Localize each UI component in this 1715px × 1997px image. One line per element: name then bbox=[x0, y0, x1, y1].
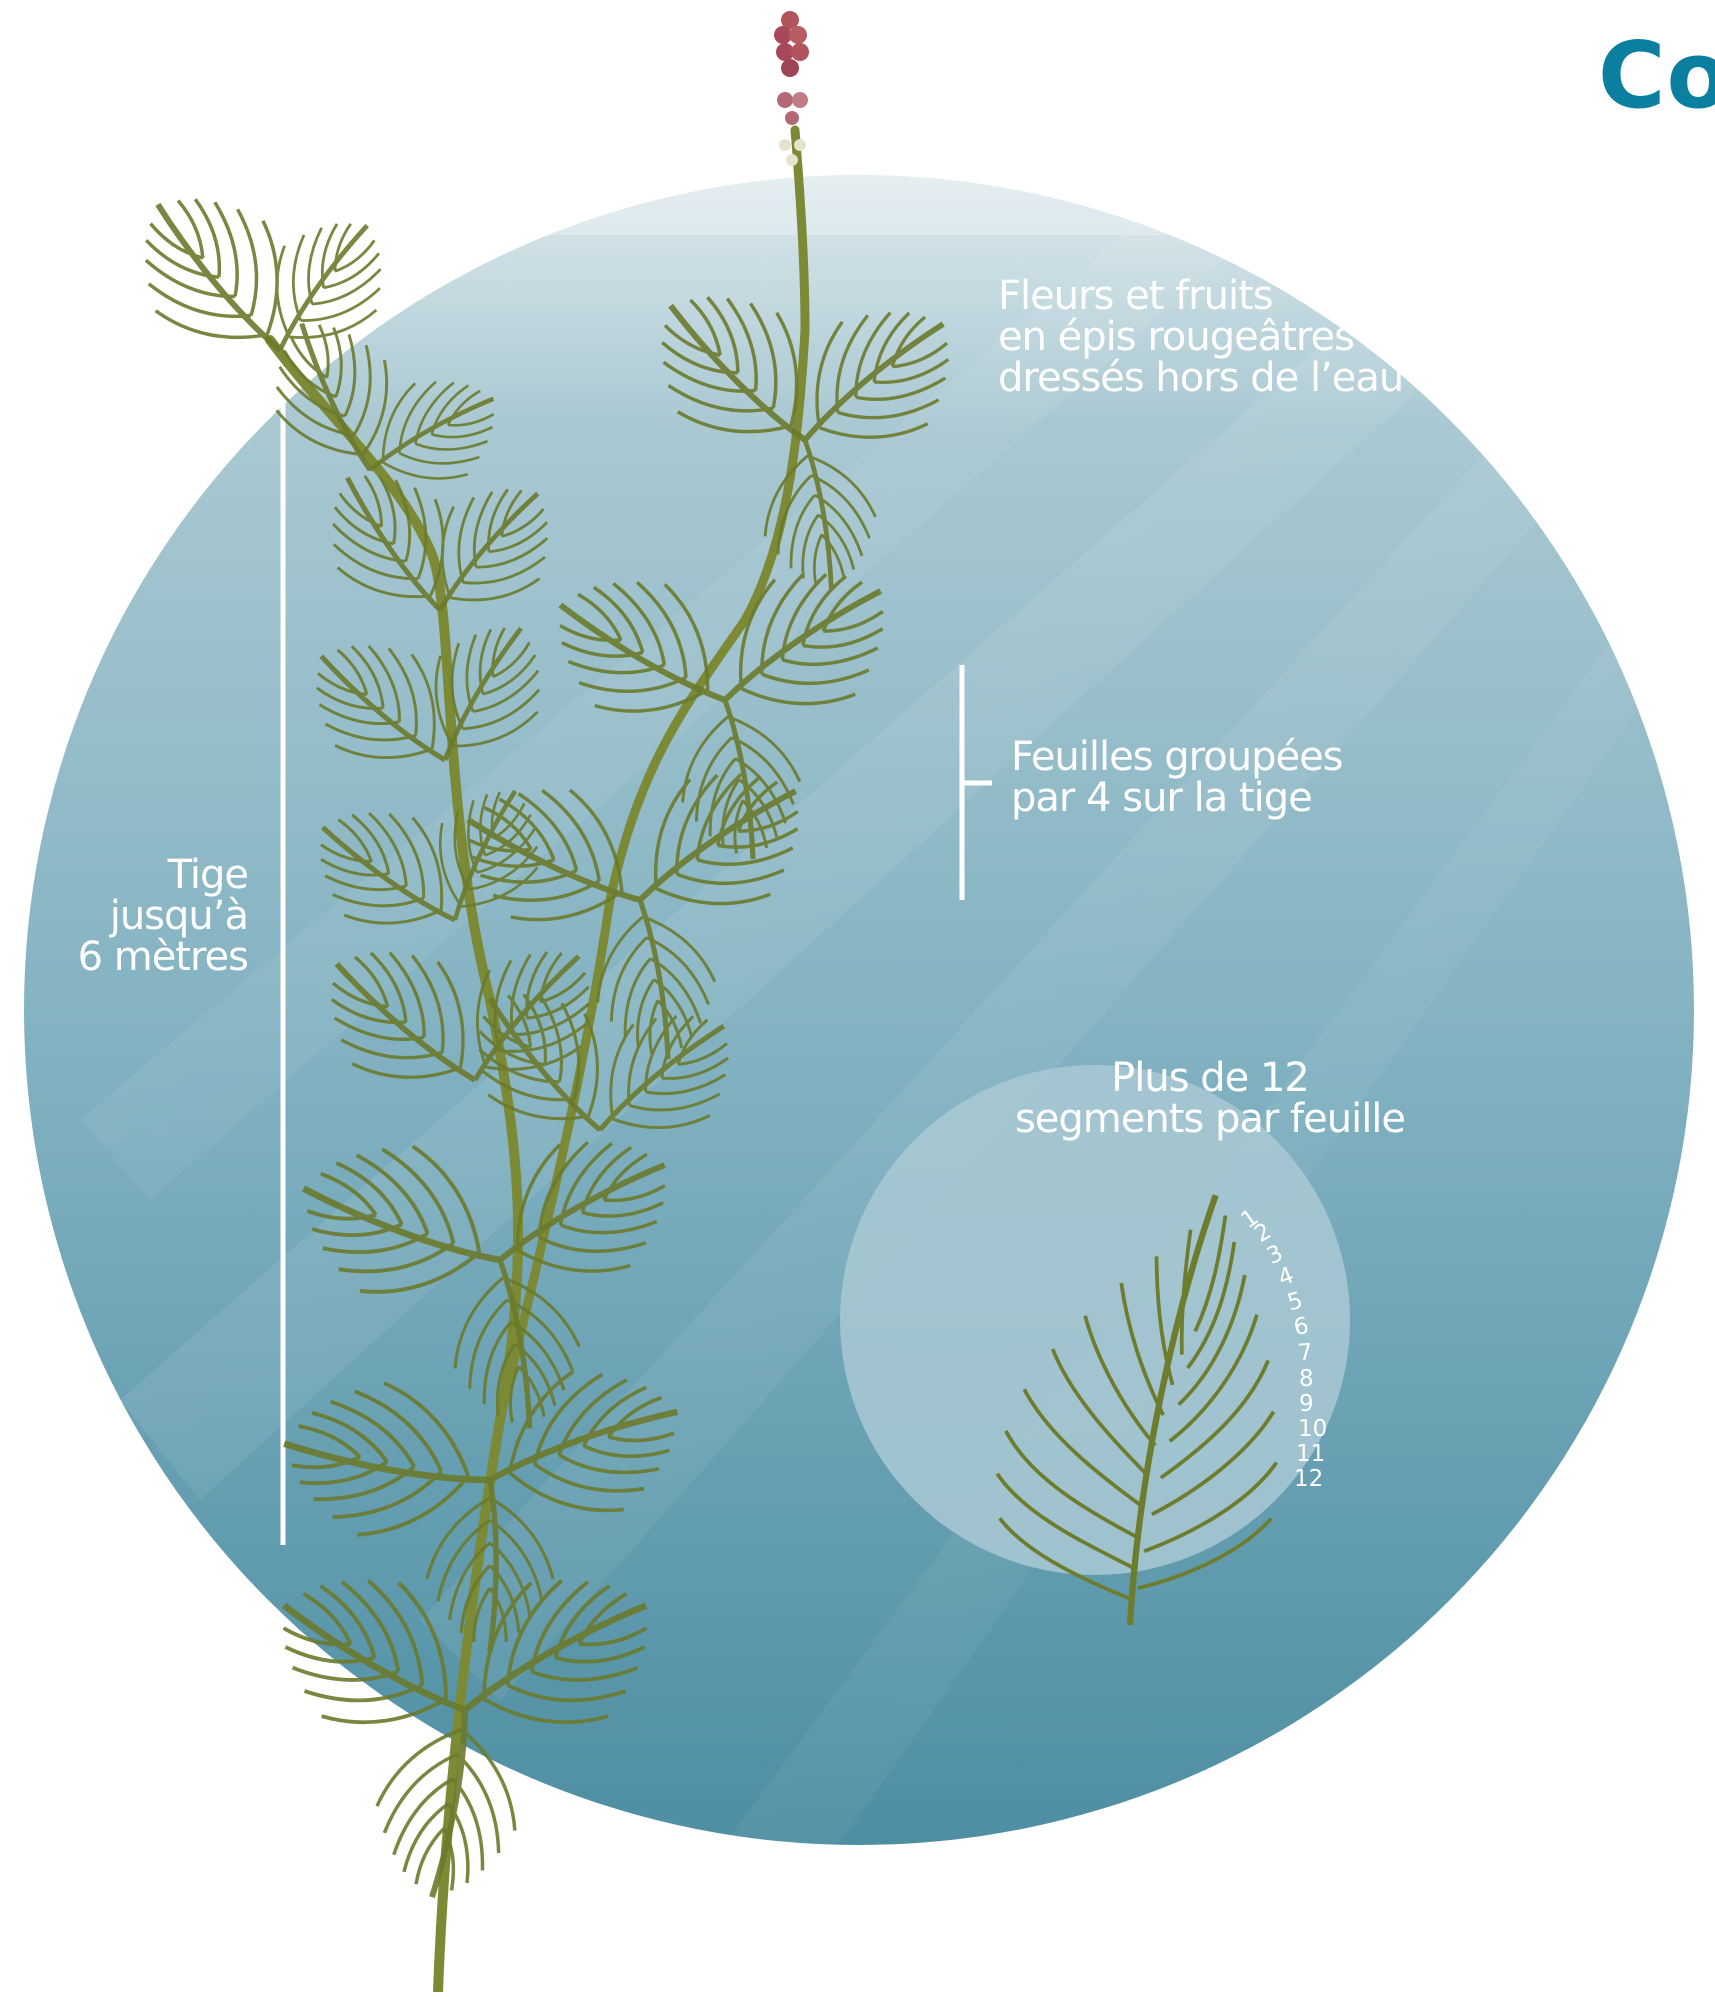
segments-label-line: Plus de 12 bbox=[930, 1058, 1490, 1099]
segments-label-line: segments par feuille bbox=[930, 1099, 1490, 1140]
segment-number: 9 bbox=[1299, 1393, 1314, 1416]
stem-label-line: jusqu’à bbox=[30, 896, 248, 937]
flower-spike bbox=[774, 11, 809, 166]
stem-label-line: 6 mètres bbox=[30, 937, 248, 978]
segment-number: 8 bbox=[1299, 1368, 1314, 1391]
segment-number: 11 bbox=[1296, 1443, 1325, 1466]
flowers-label-line: Fleurs et fruits bbox=[998, 276, 1403, 317]
leaves-label-line: par 4 sur la tige bbox=[1011, 778, 1343, 819]
flowers-label-line: dressés hors de l’eau bbox=[998, 358, 1403, 399]
flowers-label-line: en épis rougeâtres bbox=[998, 317, 1403, 358]
segments-label: Plus de 12 segments par feuille bbox=[930, 1058, 1490, 1140]
flowers-label: Fleurs et fruits en épis rougeâtres dres… bbox=[998, 276, 1403, 398]
leaves-label: Feuilles groupées par 4 sur la tige bbox=[1011, 737, 1343, 819]
segment-number: 12 bbox=[1294, 1468, 1323, 1491]
stem-label: Tige jusqu’à 6 mètres bbox=[30, 855, 248, 977]
page-title: Co bbox=[1598, 22, 1715, 129]
leaves-label-line: Feuilles groupées bbox=[1011, 737, 1343, 778]
stem-label-line: Tige bbox=[30, 855, 248, 896]
segment-number: 7 bbox=[1297, 1341, 1314, 1365]
segment-number: 10 bbox=[1298, 1418, 1327, 1441]
